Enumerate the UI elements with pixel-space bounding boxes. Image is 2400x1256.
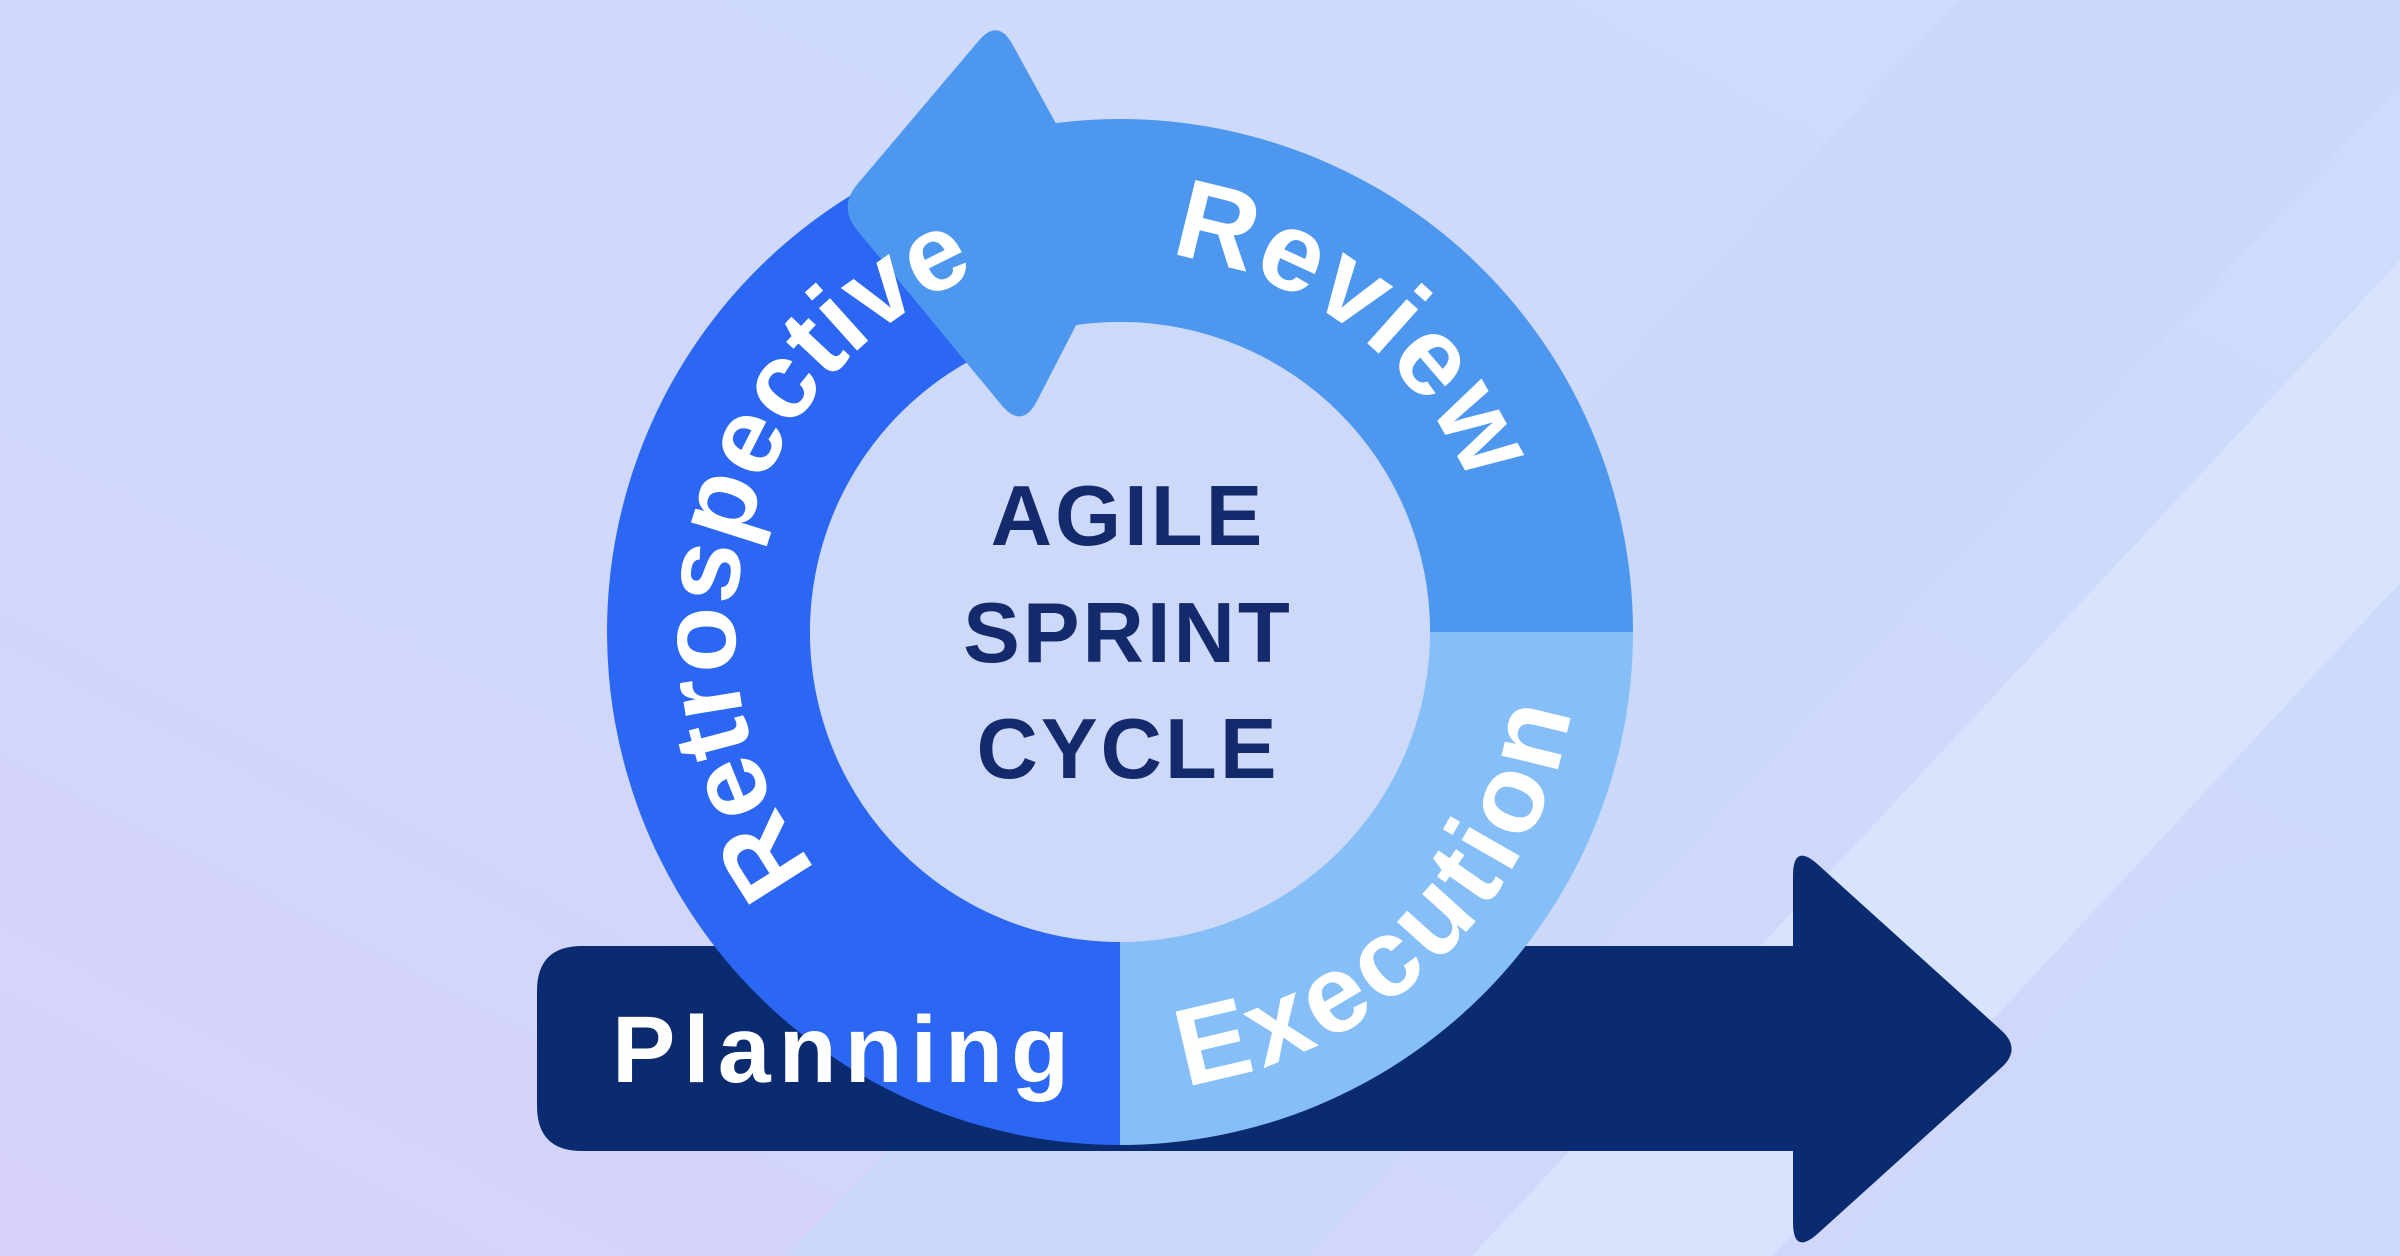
cycle-ring (607, 119, 1633, 1146)
segment-review (1030, 119, 1633, 632)
center-title: AGILE SPRINT CYCLE (963, 469, 1293, 797)
stripe-corner-blob (1793, 853, 2400, 1256)
center-title-line-3: CYCLE (976, 702, 1279, 797)
center-title-line-2: SPRINT (963, 586, 1293, 681)
cycle-ring-execution-layer (1120, 632, 1633, 1145)
segment-execution (1120, 632, 1633, 1145)
center-title-line-1: AGILE (991, 469, 1266, 564)
segment-retrospective (607, 126, 1120, 1146)
cycle-inner-circle (810, 322, 1430, 942)
cycle-arrowhead-icon (847, 30, 1120, 417)
planning-label: Planning (612, 997, 1077, 1103)
